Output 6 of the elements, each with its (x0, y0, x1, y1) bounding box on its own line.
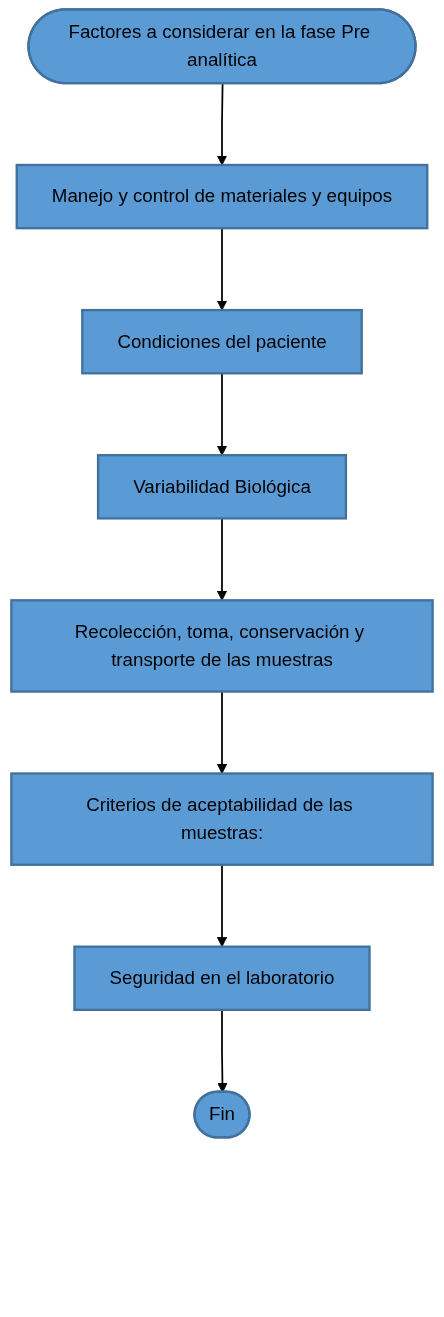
node-box: Variabilidad Biológica (96, 454, 348, 520)
node-box: Criterios de aceptabilidad de las muestras: (10, 772, 434, 866)
node-box: Seguridad en el laboratorio (73, 945, 371, 1012)
node-box: Recolección, toma, conservación y transporte de las muestras (10, 599, 434, 693)
node-box: Condiciones del paciente (81, 308, 363, 375)
node-box: Manejo y control de materiales y equipos (15, 163, 429, 230)
